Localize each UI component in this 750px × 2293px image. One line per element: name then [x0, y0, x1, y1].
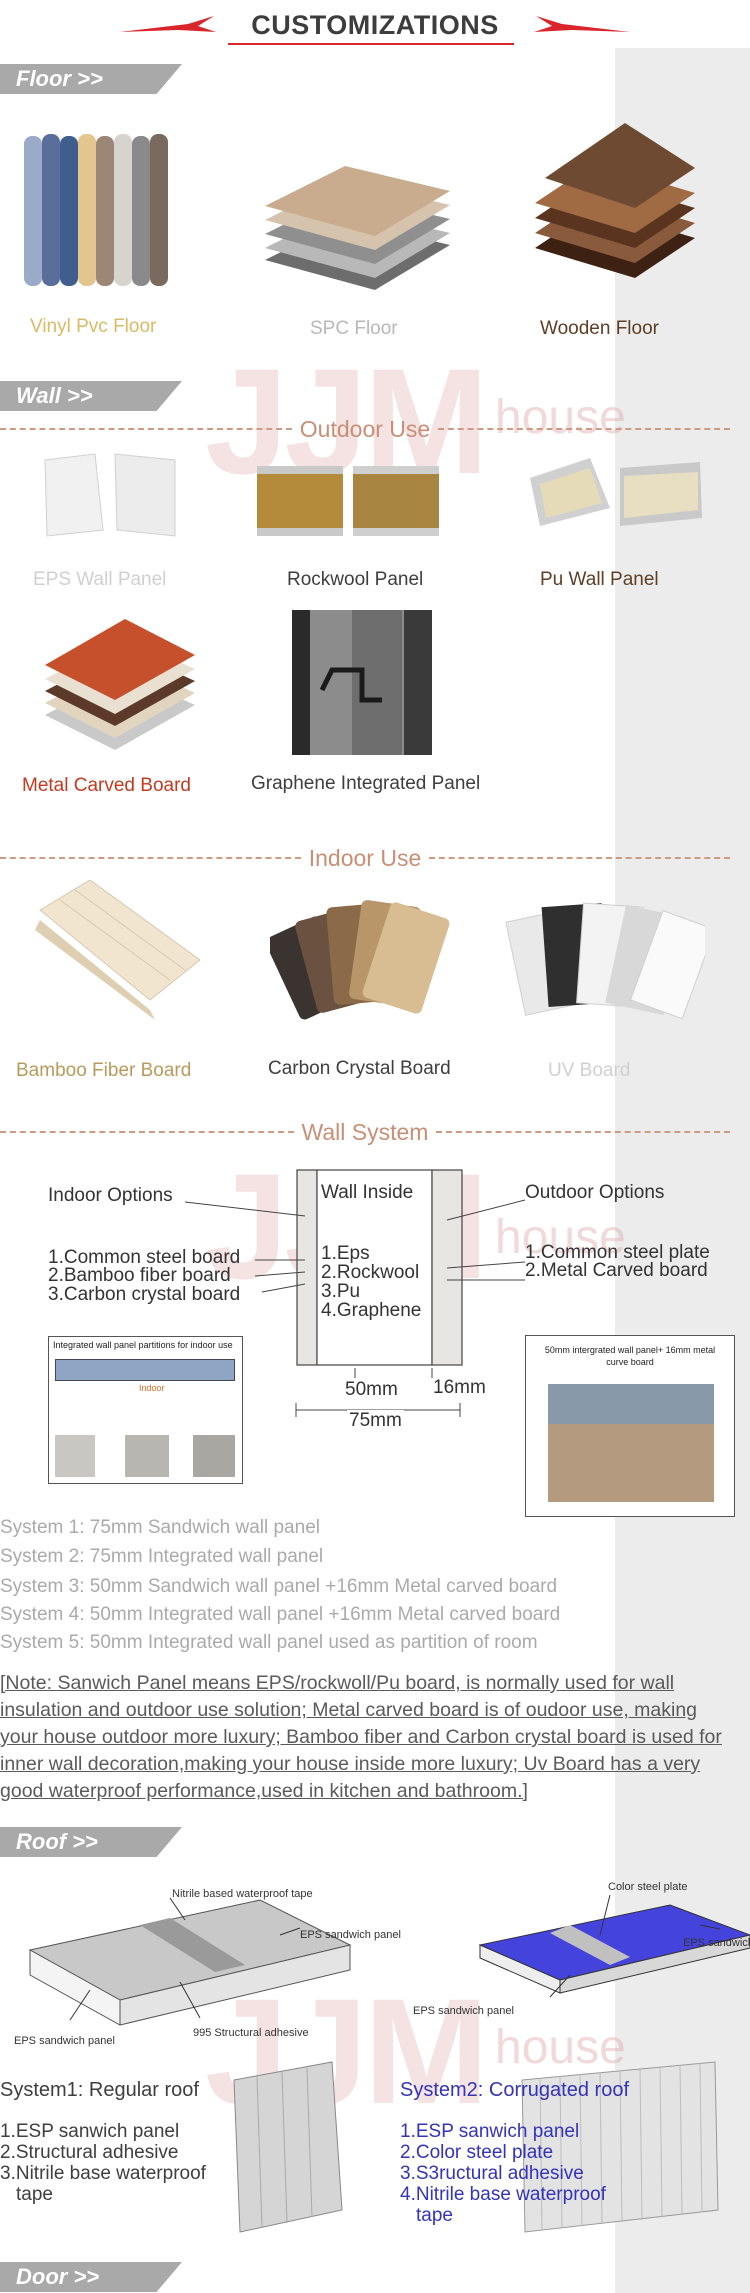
left-swoosh-icon: [120, 16, 216, 32]
indoor-option-2: 2.Bamboo fiber board: [48, 1265, 231, 1286]
core-option-2: 2.Rockwool: [321, 1262, 420, 1283]
caption-eps-wall-panel: EPS Wall Panel: [33, 569, 167, 590]
rockwool-panel-image: [257, 466, 439, 536]
eps-wall-panel-image: [44, 453, 176, 537]
tab-floor[interactable]: Floor >>: [0, 64, 182, 94]
caption-pu-wall-panel: Pu Wall Panel: [540, 569, 659, 590]
roof-system1-title: System1: Regular roof: [0, 2079, 199, 2101]
watermark-sub: house: [495, 391, 626, 444]
heading-wall-system: Wall System: [0, 1117, 731, 1147]
roof-system2-list: 1.ESP sanwich panel 2.Color steel plate …: [400, 2121, 606, 2226]
wall-system-diagram: [184, 1169, 526, 1417]
caption-rockwool-panel: Rockwool Panel: [287, 569, 424, 590]
caption-graphene-panel: Graphene Integrated Panel: [251, 773, 481, 794]
indoor-option-1: 1.Common steel board: [48, 1247, 241, 1268]
uv-board-image: [505, 902, 705, 1020]
inset-indoor-partition: Integrated wall panel partitions for ind…: [48, 1336, 243, 1484]
system-3: System 3: 50mm Sandwich wall panel +16mm…: [0, 1576, 558, 1597]
title-underline: [228, 43, 514, 45]
caption-bamboo-fiber-board: Bamboo Fiber Board: [16, 1060, 192, 1081]
vinyl-floor-image: [24, 134, 168, 286]
tab-door[interactable]: Door >>: [0, 2262, 182, 2292]
roof-system2-title: System2: Corrugated roof: [400, 2079, 629, 2101]
system-2: System 2: 75mm Integrated wall panel: [0, 1546, 324, 1567]
roof1-label-adhesive: 995 Structural adhesive: [193, 2027, 309, 2039]
inset-integrated-metal: 50mm intergrated wall panel+ 16mm metal …: [525, 1335, 735, 1517]
watermark-sub: house: [495, 2021, 626, 2074]
bamboo-fiber-board-image: [35, 880, 200, 1020]
watermark-sub: house: [495, 1211, 626, 1264]
heading-indoor-use: Indoor Use: [0, 843, 731, 873]
regular-roof-diagram: [28, 1897, 352, 2026]
note-paragraph: [Note: Sanwich Panel means EPS/rockwoll/…: [0, 1672, 722, 1802]
roof-system1-list: 1.ESP sanwich panel 2.Structural adhesiv…: [0, 2121, 206, 2205]
corrugated-roof-diagram: [478, 1894, 750, 1998]
dimension-50mm: 50mm: [345, 1379, 398, 1400]
caption-vinyl-floor: Vinyl Pvc Floor: [30, 316, 157, 337]
page-title: CUSTOMIZATIONS: [251, 10, 499, 40]
carbon-crystal-board-image: [270, 900, 450, 1020]
heading-outdoor-use: Outdoor Use: [0, 414, 730, 444]
core-option-4: 4.Graphene: [321, 1300, 422, 1321]
dimension-16mm: 16mm: [433, 1377, 486, 1398]
caption-uv-board: UV Board: [548, 1060, 631, 1081]
indoor-options-label: Indoor Options: [48, 1185, 173, 1206]
roof2-label-eps-bottom: EPS sandwich panel: [413, 2005, 514, 2017]
tab-wall[interactable]: Wall >>: [0, 381, 182, 411]
tab-roof[interactable]: Roof >>: [0, 1827, 182, 1857]
core-option-1: 1.Eps: [321, 1243, 370, 1264]
system-4: System 4: 50mm Integrated wall panel +16…: [0, 1604, 561, 1625]
watermark-logo: JJM: [205, 337, 489, 505]
core-option-3: 3.Pu: [321, 1281, 361, 1302]
caption-spc-floor: SPC Floor: [310, 318, 398, 339]
caption-metal-carved-board: Metal Carved Board: [22, 775, 191, 796]
wall-inside-label: Wall Inside: [321, 1182, 414, 1203]
metal-carved-board-image: [45, 619, 195, 750]
outdoor-options-label: Outdoor Options: [525, 1182, 665, 1203]
system-1: System 1: 75mm Sandwich wall panel: [0, 1517, 320, 1538]
roof1-label-tape: Nitrile based waterproof tape: [172, 1888, 313, 1900]
outdoor-option-2: 2.Metal Carved board: [525, 1260, 708, 1281]
roof2-label-eps-right: EPS sandwich: [683, 1937, 750, 1949]
graphene-panel-image: [292, 610, 432, 755]
right-swoosh-icon: [534, 16, 630, 32]
outdoor-option-1: 1.Common steel plate: [525, 1242, 710, 1263]
wooden-floor-image: [535, 123, 695, 278]
roof2-label-steel: Color steel plate: [608, 1881, 688, 1893]
pu-wall-panel-image: [530, 458, 702, 526]
indoor-option-3: 3.Carbon crystal board: [48, 1284, 241, 1305]
caption-carbon-crystal-board: Carbon Crystal Board: [268, 1058, 451, 1079]
roof1-label-eps-top: EPS sandwich panel: [300, 1929, 401, 1941]
dimension-75mm: 75mm: [347, 1410, 404, 1432]
caption-wooden-floor: Wooden Floor: [540, 318, 659, 339]
regular-roof-container-image: [233, 2061, 343, 2233]
roof1-label-eps-bottom: EPS sandwich panel: [14, 2035, 115, 2047]
corrugated-roof-container-image: [521, 2061, 719, 2233]
spc-floor-image: [265, 166, 450, 290]
system-5: System 5: 50mm Integrated wall panel use…: [0, 1632, 538, 1653]
